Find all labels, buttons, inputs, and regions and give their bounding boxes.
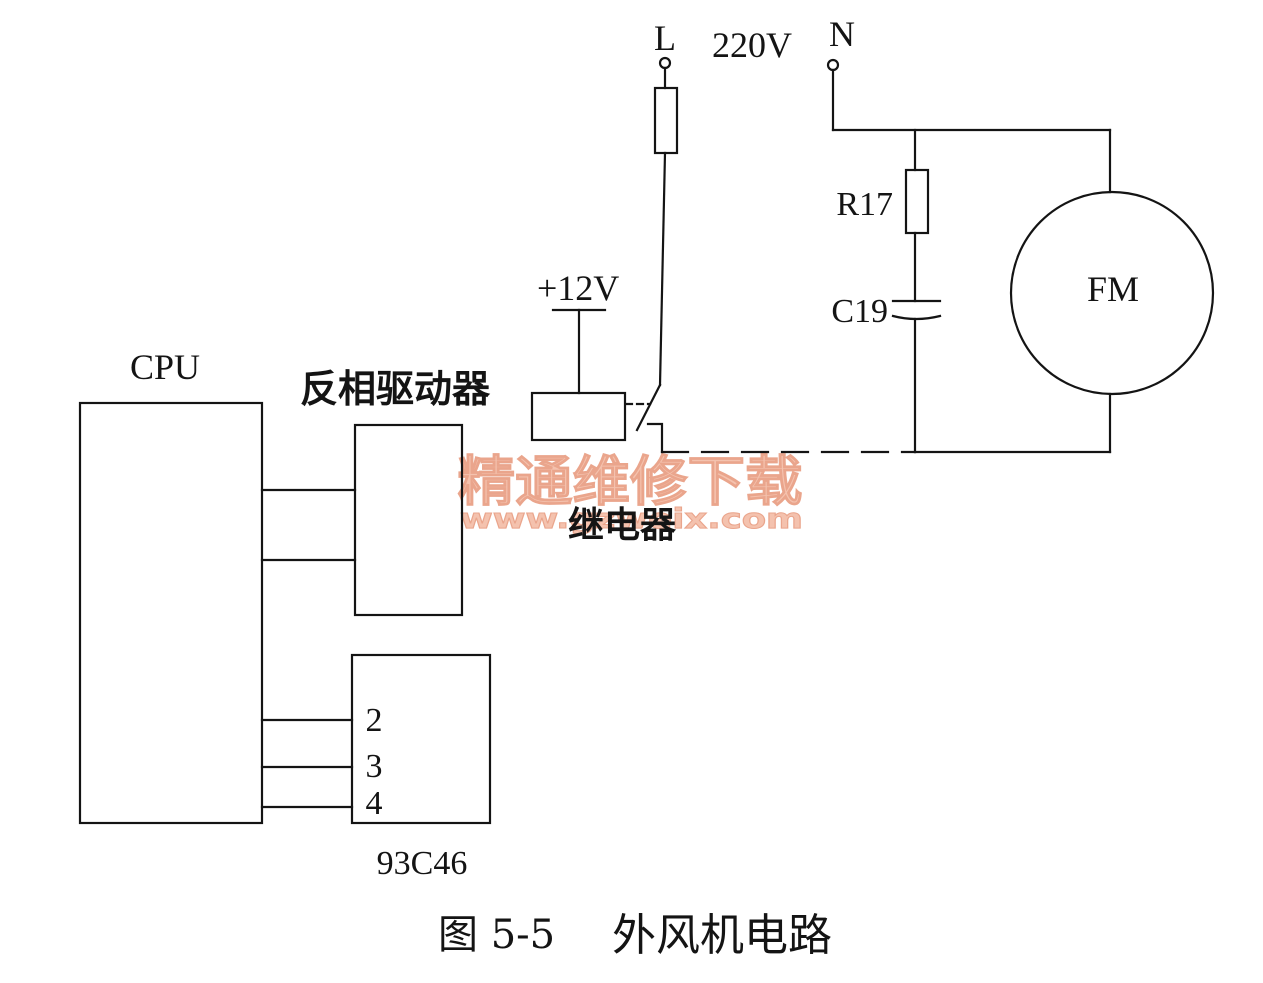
fuse: [653, 86, 679, 155]
watermark-name: 精通维修下载: [458, 450, 803, 513]
cpu-block: [78, 401, 264, 825]
label-line-terminal: L: [654, 18, 676, 58]
label-neutral-terminal: N: [829, 14, 855, 54]
label-inverter-driver: 反相驱动器: [300, 366, 491, 411]
label-motor-fm: FM: [1087, 269, 1139, 309]
label-eeprom-pin-3: 3: [366, 748, 383, 785]
fan-motor: [1009, 190, 1215, 396]
wire-fuse-to-switch: [658, 151, 667, 387]
watermark-url: www.gzweix.com: [460, 502, 803, 535]
label-voltage: 220V: [712, 25, 792, 65]
relay-coil: [530, 391, 627, 442]
capacitor-c19-plate-bottom: [891, 314, 942, 321]
caption-figure-number: 图 5-5: [438, 912, 555, 958]
terminal-n: [826, 58, 840, 72]
relay-switch-blade: [635, 383, 662, 432]
label-relay: 继电器: [568, 504, 677, 546]
terminal-l: [658, 56, 672, 70]
label-cpu: CPU: [130, 347, 200, 387]
label-capacitor-c19: C19: [831, 293, 888, 330]
label-resistor-r17: R17: [836, 186, 893, 223]
label-eeprom-pin-4: 4: [366, 785, 383, 822]
label-eeprom-pin-2: 2: [366, 702, 383, 739]
resistor-r17: [904, 168, 930, 235]
inverter-driver-block: [353, 423, 464, 617]
label-12v: +12V: [537, 268, 619, 308]
relay-fixed-contact: [646, 422, 664, 454]
eeprom-block: [350, 653, 492, 825]
label-eeprom: 93C46: [377, 845, 468, 882]
caption-title: 外风机电路: [612, 910, 832, 961]
